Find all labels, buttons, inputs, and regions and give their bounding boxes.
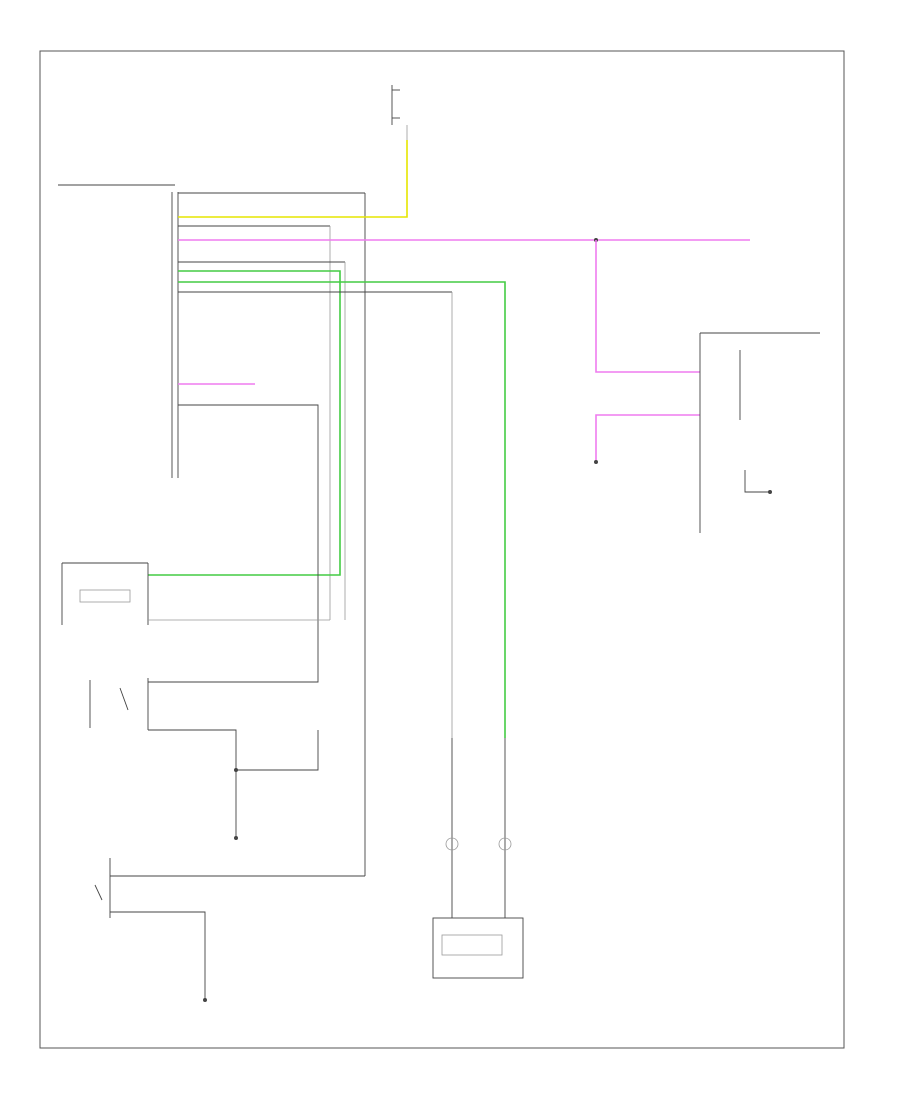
diagram-frame xyxy=(39,50,845,1049)
sdm-module xyxy=(61,562,330,625)
ecm-ground-wire xyxy=(148,404,319,683)
power-source xyxy=(391,85,408,140)
inflator-assembly xyxy=(432,738,524,979)
ecm-connector xyxy=(58,184,366,876)
ground-dot-right xyxy=(594,460,598,464)
driver-switch-module xyxy=(89,678,319,840)
seat-belt-switch xyxy=(94,858,365,1002)
right-module xyxy=(699,332,820,533)
green-wire-2 xyxy=(178,281,506,738)
green-wire-1 xyxy=(148,270,341,576)
yellow-wire xyxy=(178,140,408,218)
pink-wire-branch xyxy=(595,240,700,373)
pink-wire-lower xyxy=(595,414,700,462)
